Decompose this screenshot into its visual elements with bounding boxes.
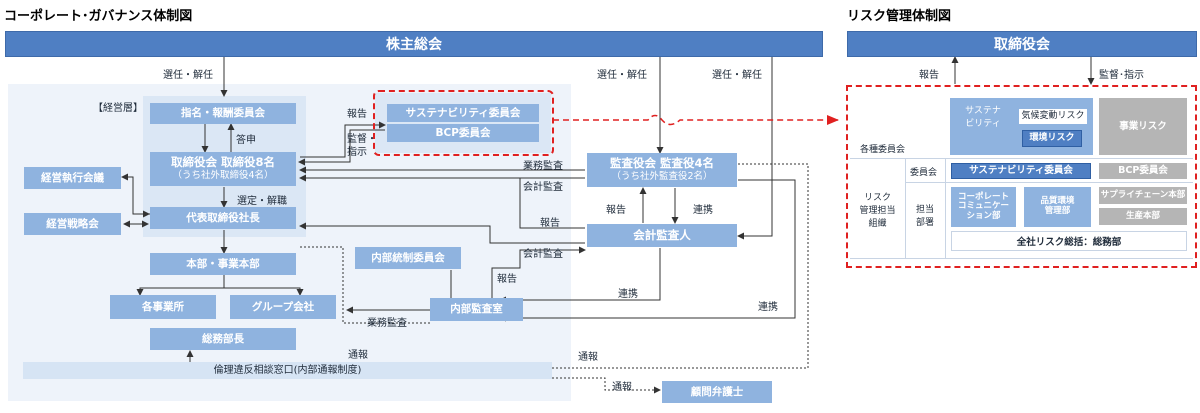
business-audit-label-1: 業務監査 [523, 161, 563, 172]
cooperate-label-3: 連携 [758, 302, 778, 313]
accounting-auditor: 会計監査人 [587, 224, 737, 247]
board-line2: （うち社外取締役4名） [172, 170, 274, 182]
president: 代表取締役社長 [150, 207, 296, 229]
risk-sustainability-committee: サステナビリティ委員会 [951, 163, 1091, 179]
internal-audit-office: 内部監査室 [430, 298, 523, 321]
general-affairs-manager: 総務部長 [150, 328, 296, 350]
risk-board: 取締役会 [847, 31, 1197, 57]
bcp-committee: BCP委員会 [387, 124, 539, 142]
risk-org-c: 組織 [868, 218, 887, 229]
audit-board-line2: （うち社外監査役2名） [611, 171, 713, 183]
accounting-audit-label-2: 会計監査 [523, 249, 563, 260]
risk-title: リスク管理体制図 [847, 9, 952, 24]
risk-report-label: 報告 [919, 70, 939, 81]
sustainability-b: ビリティ [965, 119, 1001, 129]
report-label-4: 報告 [497, 274, 517, 285]
supervise-label-b: 指示 [347, 147, 367, 158]
nomination-committee: 指名・報酬委員会 [150, 103, 296, 124]
notify-label-3: 通報 [612, 382, 632, 393]
headquarters: 本部・事業本部 [150, 253, 296, 275]
strategy-meeting: 経営戦略会 [24, 213, 121, 235]
elect-label-3: 選任・解任 [712, 70, 762, 81]
supply-chain-hq: サプライチェーン本部 [1099, 187, 1187, 204]
sustain-area [375, 93, 551, 153]
exec-meeting: 経営執行会議 [24, 167, 121, 189]
risk-supervise-label: 監督･指示 [1099, 70, 1144, 81]
cooperate-label-2: 連携 [618, 289, 638, 300]
shareholders-meeting: 株主総会 [5, 31, 823, 57]
committee-label: 委員会 [910, 168, 938, 178]
risk-org-a: リスク [863, 192, 891, 203]
governance-title: コーポレート･ガバナンス体制図 [4, 9, 193, 24]
accounting-audit-label-1: 会計監査 [523, 182, 563, 193]
sustainability-label: サステナ ビリティ [953, 102, 1013, 130]
quality-a: 品質環境 [1040, 196, 1075, 207]
group-companies: グループ会社 [230, 295, 336, 319]
dept-b: 部署 [915, 218, 934, 228]
elect-label-2: 選任・解任 [597, 70, 647, 81]
board-line1: 取締役会 取締役8名 [170, 155, 275, 170]
risk-org-b: 管理担当 [859, 205, 896, 216]
report-label-1: 報告 [347, 109, 367, 120]
notify-label-1: 通報 [348, 350, 368, 361]
climate-risk: 気候変動リスク [1018, 108, 1088, 125]
cooperate-label-1: 連携 [693, 205, 713, 216]
quality-env-dept: 品質環境 管理部 [1024, 187, 1091, 227]
environment-risk: 環境リスク [1022, 130, 1082, 147]
audit-board-line1: 監査役会 監査役4名 [609, 156, 714, 171]
sustain-highlight [373, 90, 554, 156]
risk-bcp-committee: BCP委員会 [1099, 163, 1187, 179]
committees-label: 各種委員会 [860, 145, 906, 155]
production-hq: 生産本部 [1099, 208, 1187, 225]
report-label-2: 報告 [606, 205, 626, 216]
dept-a: 担当 [915, 205, 934, 215]
select-dismiss-label: 選定・解職 [237, 196, 287, 207]
risk-org-label: リスク 管理担当 組織 [850, 185, 905, 233]
board-of-directors: 取締役会 取締役8名 （うち社外取締役4名） [150, 152, 296, 186]
dept-label: 担当 部署 [907, 200, 943, 230]
corp-comm-dept: コーポレート コミュニケー ション部 [951, 187, 1016, 227]
elect-label-1: 選任・解任 [163, 70, 213, 81]
legal-counsel: 顧問弁護士 [662, 381, 772, 403]
business-risk: 事業リスク [1099, 98, 1187, 155]
management-layer-label: 【経営層】 [93, 103, 143, 114]
quality-b: 管理部 [1044, 206, 1071, 216]
risk-divider-1 [850, 158, 1193, 159]
audit-board: 監査役会 監査役4名 （うち社外監査役2名） [587, 153, 737, 187]
supervise-label-a: 監督・ [347, 134, 377, 145]
sustainability-a: サステナ [965, 106, 1001, 116]
consult-answer-label: 答申 [236, 135, 256, 146]
offices: 各事業所 [110, 295, 216, 319]
internal-control-committee: 内部統制委員会 [355, 247, 461, 269]
corp-comm-c: ション部 [966, 210, 1001, 221]
ethics-hotline: 倫理違反相談窓口(内部通報制度) [23, 362, 552, 379]
report-label-3: 報告 [540, 218, 560, 229]
corp-comm-a: コーポレート [957, 191, 1009, 202]
notify-label-2: 通報 [578, 352, 598, 363]
company-wide-risk: 全社リスク総括：総務部 [951, 231, 1187, 251]
risk-vdivider-2 [945, 158, 946, 258]
corp-comm-b: コミュニケー [957, 201, 1009, 212]
business-audit-label-2: 業務監査 [367, 318, 407, 329]
risk-vdivider-1 [905, 158, 906, 258]
risk-divider-3 [850, 258, 1193, 259]
sustainability-committee: サステナビリティ委員会 [387, 104, 539, 122]
risk-divider-2 [905, 182, 1193, 183]
